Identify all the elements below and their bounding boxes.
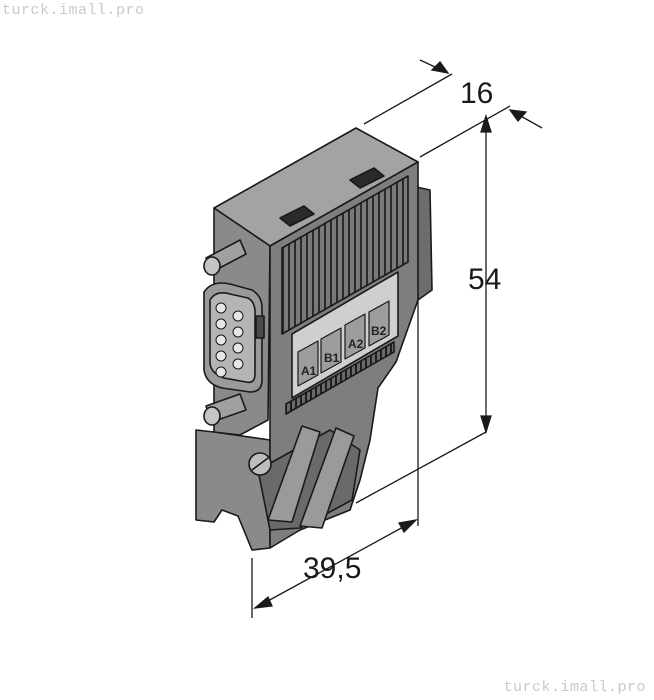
lower-screw-post: [203, 393, 247, 426]
height-dimension-label: 54: [468, 263, 501, 296]
dsub-pin-2: [215, 318, 227, 330]
terminal-label-b1: B1: [324, 351, 340, 365]
width-dimension-label: 39,5: [303, 552, 361, 585]
width-arrowhead-right: [397, 519, 418, 534]
height-arrowhead-bottom: [480, 415, 492, 435]
dsub-pin-1: [215, 302, 227, 314]
upper-screw-head: [203, 256, 221, 276]
depth-extension-line-1: [363, 73, 453, 125]
depth-dimension-label: 16: [460, 77, 493, 110]
cable-clamp-lever-1: [267, 425, 321, 523]
depth-arrowhead-right: [508, 109, 528, 123]
watermark-bottom: turck.imall.pro: [503, 679, 646, 696]
terminal-label-a1: A1: [301, 364, 317, 378]
depth-arrowhead-left: [430, 61, 450, 74]
terminal-box-b1: [320, 327, 342, 374]
dsub-pin-4: [215, 350, 227, 362]
width-dimension-line: [254, 519, 417, 609]
lower-screw-head: [203, 406, 221, 426]
lower-rib-strip: [285, 341, 395, 415]
top-clip-1: [279, 205, 315, 227]
connector-body: [195, 127, 433, 551]
terminal-label-a2: A2: [348, 337, 364, 351]
dsub-pin-7: [232, 326, 244, 338]
ribbed-grip: [281, 175, 409, 335]
terminal-label-b2: B2: [371, 324, 387, 338]
height-arrowhead-top: [480, 113, 492, 133]
dsub-pin-6: [232, 310, 244, 322]
upper-screw-post: [203, 239, 247, 276]
top-clip-2: [349, 167, 385, 189]
dsub-pin-9: [232, 358, 244, 370]
dsub-pin-3: [215, 334, 227, 346]
terminal-box-a1: [297, 340, 319, 387]
watermark-top: turck.imall.pro: [2, 2, 145, 19]
cable-clamp-lever-2: [299, 427, 355, 529]
clamp-screw-slot: [251, 457, 269, 471]
width-arrowhead-left: [252, 595, 273, 609]
terminal-box-a2: [344, 313, 366, 360]
side-slot: [255, 315, 265, 339]
height-extension-line: [355, 431, 487, 504]
terminal-box-b2: [368, 300, 390, 347]
dsub-pin-8: [232, 342, 244, 354]
depth-extension-line-2: [419, 105, 511, 158]
dsub-pin-5: [215, 366, 227, 378]
